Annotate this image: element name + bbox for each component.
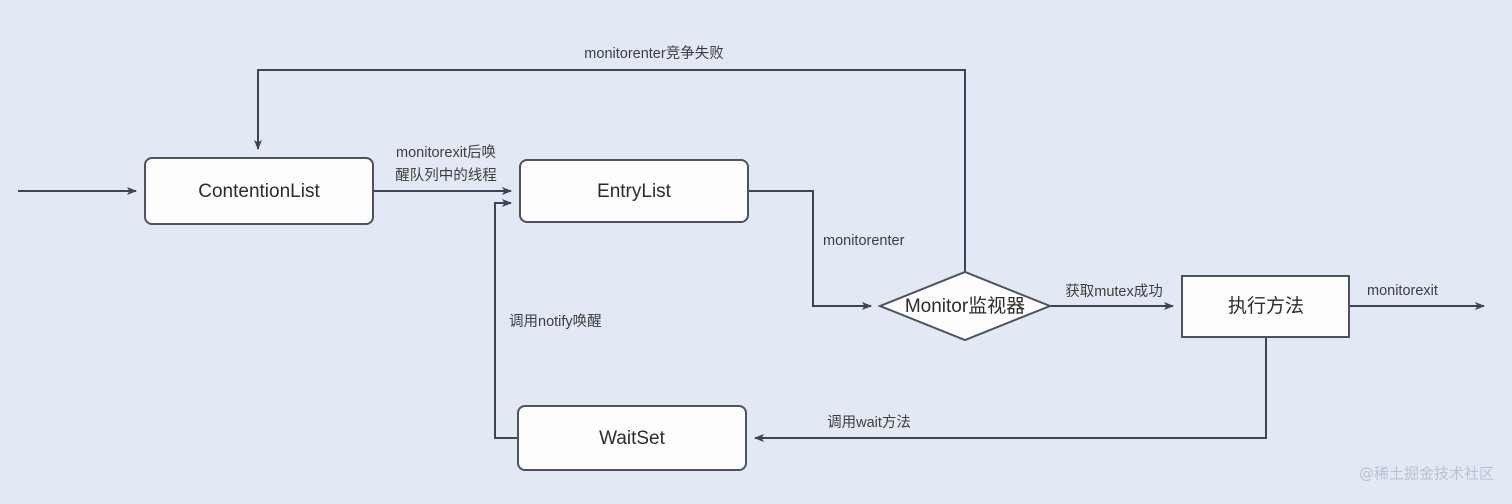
node-contention-list-shape [144, 157, 374, 225]
edge-layer [18, 69, 1485, 442]
node-execute-method-shape [1181, 275, 1350, 338]
node-layer: ContentionList EntryList Monitor监视器 执行方法… [144, 157, 1350, 471]
node-wait-set-shape [517, 405, 747, 471]
edge-call-wait [754, 337, 1267, 442]
node-entry-list-shape [519, 159, 749, 223]
edge-monitorenter [748, 190, 872, 310]
node-entry-list-label: EntryList [597, 181, 672, 202]
node-monitor[interactable]: Monitor监视器 [877, 270, 1053, 342]
edge-label-monitorenter-fail: monitorenter竞争失败 [584, 44, 723, 62]
watermark: @稀土掘金技术社区 [1359, 465, 1494, 483]
node-contention-list[interactable]: ContentionList [144, 157, 374, 225]
node-execute-method-label: 执行方法 [1228, 295, 1304, 317]
edge-label-wake-queue-line2: 醒队列中的线程 [395, 167, 497, 184]
node-monitor-shape [877, 270, 1053, 342]
edge-label-monitorenter: monitorenter [823, 233, 905, 249]
node-entry-list[interactable]: EntryList [519, 159, 749, 223]
edge-call-notify [494, 199, 518, 439]
node-wait-set[interactable]: WaitSet [517, 405, 747, 471]
node-execute-method[interactable]: 执行方法 [1181, 275, 1350, 338]
node-contention-list-label: ContentionList [198, 181, 320, 202]
edge-label-wake-queue-line1: monitorexit后唤 [396, 144, 496, 161]
edge-label-call-wait: 调用wait方法 [827, 414, 911, 431]
node-monitor-label: Monitor监视器 [905, 295, 1025, 317]
edge-label-mutex-success: 获取mutex成功 [1065, 283, 1163, 300]
edge-label-layer: monitorenter竞争失败 monitorexit后唤 醒队列中的线程 m… [395, 44, 1438, 431]
edge-label-monitorexit: monitorexit [1367, 283, 1438, 299]
edge-label-call-notify: 调用notify唤醒 [509, 313, 602, 330]
node-wait-set-label: WaitSet [599, 428, 666, 449]
edge-monitorenter-fail [254, 69, 966, 272]
